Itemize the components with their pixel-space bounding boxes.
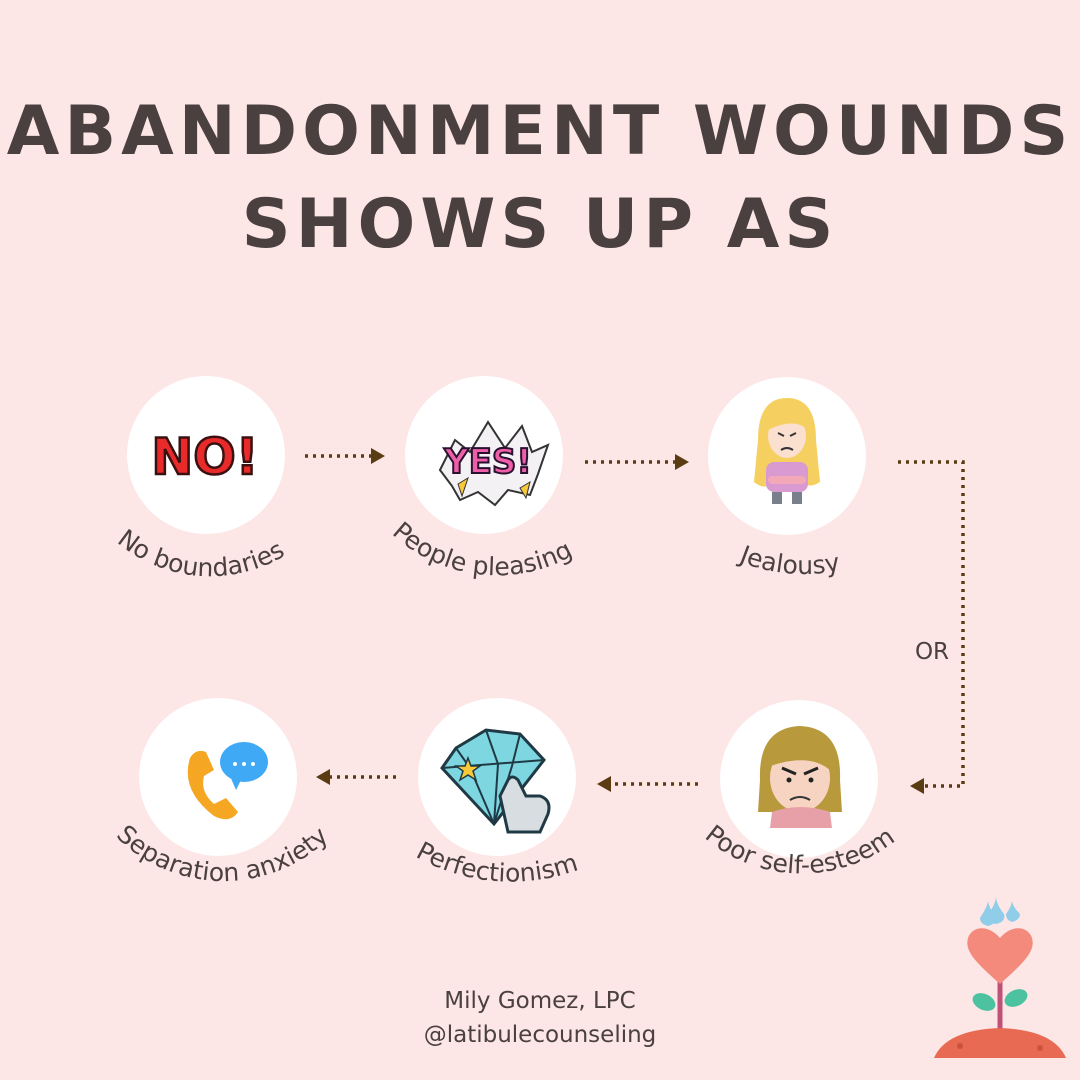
- heart-plant-icon: [934, 896, 1066, 1058]
- label-jealousy: Jealousy: [735, 539, 842, 580]
- arrowheads: [316, 448, 924, 794]
- phone-chat-icon: [187, 742, 268, 820]
- footer-author: Mily Gomez, LPC: [444, 988, 636, 1014]
- title-line-2: SHOWS UP AS: [241, 185, 839, 264]
- title-line-1: ABANDONMENT WOUNDS: [6, 92, 1074, 171]
- arrowhead-3: [910, 778, 924, 794]
- label-poor-self-esteem: Poor self-esteem: [700, 819, 900, 879]
- node-circle-separation-anxiety: [139, 698, 297, 856]
- yes-sticker-icon: YES!: [438, 420, 550, 507]
- arrow-jealousy-to-poor-self-esteem: [898, 460, 965, 788]
- label-separation-anxiety: Separation anxiety: [111, 819, 333, 887]
- arrowhead-2: [675, 454, 689, 470]
- node-circle-no-boundaries: [127, 376, 285, 534]
- connector-arrows: [305, 454, 965, 788]
- or-label: OR: [915, 639, 949, 665]
- label-perfectionism: Perfectionism: [412, 836, 581, 888]
- diamond-pointer-icon: [440, 728, 551, 834]
- frowning-woman-icon: [758, 726, 842, 828]
- arrowhead-5: [316, 769, 330, 785]
- footer-handle: @latibulecounseling: [423, 1022, 657, 1048]
- yes-sticker-text: YES!: [443, 442, 532, 482]
- arrowhead-4: [597, 776, 611, 792]
- no-sticker-text: NO!: [151, 428, 258, 486]
- label-people-pleasing: People pleasing: [387, 516, 576, 581]
- no-sticker-icon: NO!: [150, 427, 260, 488]
- arrowhead-1: [371, 448, 385, 464]
- label-no-boundaries: No boundaries: [113, 524, 289, 583]
- jealous-girl-icon: [754, 398, 820, 504]
